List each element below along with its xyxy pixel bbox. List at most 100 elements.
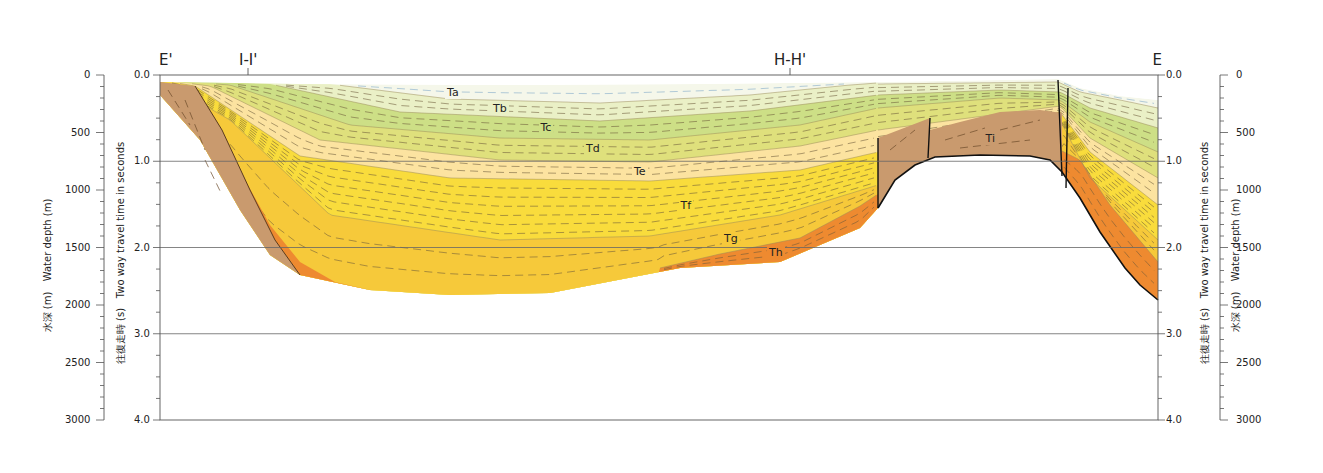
axis-title: Water depth (m) xyxy=(1230,198,1242,281)
basement-top xyxy=(878,155,1158,300)
axis-tick xyxy=(1158,118,1162,119)
reflector-line xyxy=(172,86,874,233)
axis-tick xyxy=(1158,290,1162,291)
unit-label: Ta xyxy=(445,86,461,99)
unit-boundary xyxy=(340,83,876,103)
unit-fill xyxy=(640,194,878,340)
reflector-line xyxy=(286,85,874,109)
axis-tick xyxy=(1220,328,1224,329)
axis-tick xyxy=(156,204,160,205)
basement xyxy=(878,110,1062,208)
axis-title: Two way travel time in seconds xyxy=(1199,142,1211,298)
reflector-line xyxy=(214,85,874,147)
axis-title: Water depth (m) xyxy=(42,198,54,281)
reflector-line xyxy=(1064,83,1154,103)
reflector-line xyxy=(238,86,874,133)
grid-line xyxy=(160,333,1158,334)
time-tick-label: 3.0 xyxy=(1166,328,1182,340)
axis-tick xyxy=(1220,190,1228,191)
axis-tick xyxy=(156,225,160,226)
axis-tick xyxy=(1220,155,1224,156)
axis-tick xyxy=(1158,204,1162,205)
axis-tick xyxy=(96,305,104,306)
axis-tick xyxy=(1158,139,1162,140)
axis-tick xyxy=(100,259,104,260)
axis-tick xyxy=(100,167,104,168)
unit-boundary xyxy=(660,195,876,268)
axis-tick xyxy=(100,213,104,214)
axis-tick xyxy=(100,408,104,409)
axis-title: 水深 (m) xyxy=(42,291,54,332)
time-tick-label: 1.0 xyxy=(134,155,150,167)
axis-tick xyxy=(100,144,104,145)
axis-tick xyxy=(96,190,104,191)
unit-label: Th xyxy=(767,246,785,259)
axis-tick xyxy=(1220,305,1228,306)
axis-tick xyxy=(96,420,104,421)
boundary-line xyxy=(195,86,300,275)
unit-fill xyxy=(878,106,1158,340)
depth-tick-label: 2500 xyxy=(1236,357,1261,369)
reflector-line xyxy=(168,90,222,195)
axis-tick xyxy=(1220,121,1224,122)
reflector-line xyxy=(286,86,874,115)
axis-tick xyxy=(100,339,104,340)
axis-tick xyxy=(100,155,104,156)
unit-label: Td xyxy=(584,142,602,155)
depth-tick-label: 3000 xyxy=(1236,414,1261,426)
unit-fill xyxy=(160,80,878,340)
unit-label: Tf xyxy=(679,199,694,212)
section-tick xyxy=(248,68,790,75)
depth-tick-label: 3000 xyxy=(65,414,90,426)
time-tick-label: 4.0 xyxy=(134,414,150,426)
time-tick-label: 1.0 xyxy=(1166,155,1182,167)
reflector-line xyxy=(358,84,844,94)
depth-tick-label: 500 xyxy=(71,127,90,139)
basement xyxy=(160,82,300,275)
time-tick-label: 0.0 xyxy=(134,69,150,81)
axis-tick xyxy=(100,397,104,398)
axis-tick xyxy=(1220,213,1224,214)
axis-tick xyxy=(1220,397,1224,398)
axis-tick xyxy=(1220,167,1224,168)
unit-fill xyxy=(160,80,878,340)
axis-title: Two way travel time in seconds xyxy=(115,142,127,298)
axis-tick xyxy=(1220,98,1224,99)
axis-tick xyxy=(156,290,160,291)
axis-tick xyxy=(156,355,160,356)
axis-tick xyxy=(153,420,160,421)
reflector-line xyxy=(664,207,874,270)
axis-tick xyxy=(1220,374,1224,375)
plot-frame xyxy=(160,75,1158,420)
section-label: I-I' xyxy=(239,51,257,69)
unit-label: Tc xyxy=(539,121,554,134)
axis-tick xyxy=(100,98,104,99)
axis-tick xyxy=(100,86,104,87)
axis-tick xyxy=(153,247,160,248)
axis-tick xyxy=(1158,376,1162,377)
axis-tick xyxy=(1220,270,1224,271)
time-tick-label: 2.0 xyxy=(1166,242,1182,254)
depth-tick-label: 0 xyxy=(84,69,90,81)
unit-label: Te xyxy=(632,165,648,178)
unit-boundary xyxy=(878,82,1158,108)
depth-tick-label: 1500 xyxy=(1236,242,1261,254)
axis-tick xyxy=(1158,161,1165,162)
time-tick-label: 4.0 xyxy=(1166,414,1182,426)
axis-tick xyxy=(100,293,104,294)
reflector-line xyxy=(1064,167,1154,283)
unit-boundary xyxy=(276,85,876,121)
unit-boundary xyxy=(216,84,876,140)
axis-tick xyxy=(1158,75,1165,76)
axis-tick xyxy=(156,118,160,119)
unit-fill xyxy=(160,80,878,340)
axis-tick xyxy=(1158,247,1165,248)
unit-label: Ti xyxy=(984,132,997,145)
axis-tick xyxy=(1220,259,1224,260)
unit-boundary xyxy=(192,84,876,162)
unit-label: Tb xyxy=(491,102,509,115)
axis-tick xyxy=(96,247,104,248)
axis-tick xyxy=(1220,316,1224,317)
